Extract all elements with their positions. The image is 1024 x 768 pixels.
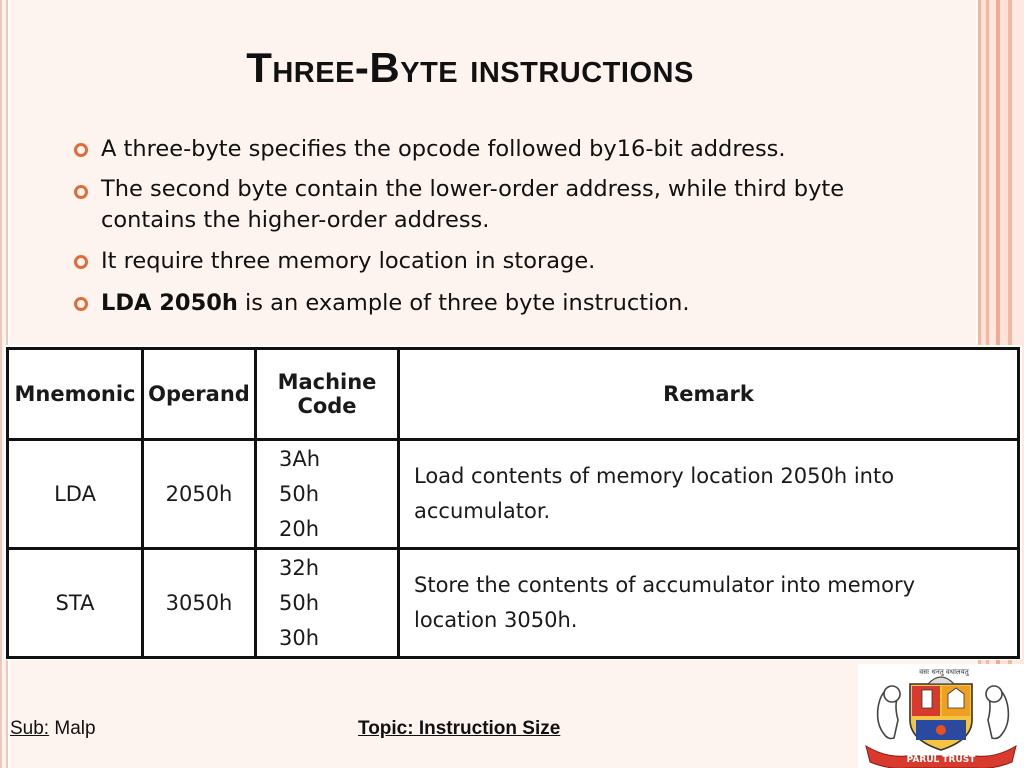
bullet-circle-icon [74,297,88,311]
bullet-list: A three-byte specifies the opcode follow… [70,132,910,328]
machine-code-byte: 20h [279,516,320,541]
cell-remark: Load contents of memory location 2050h i… [397,438,1020,550]
cell-operand: 2050h [141,438,257,550]
logo-banner-text: PARUL TRUST [907,755,977,765]
table-header-row: Mnemonic Operand Machine Code Remark [6,347,1020,441]
bullet-text: is an example of three byte instruction. [237,290,690,316]
remark-line: Load contents of memory location 2050h i… [414,464,895,488]
machine-code-byte: 3Ah [279,446,321,471]
instruction-table: Mnemonic Operand Machine Code Remark LDA… [6,347,1020,659]
bullet-item: The second byte contain the lower-order … [70,174,910,236]
bullet-item: It require three memory location in stor… [70,244,910,278]
bullet-item: LDA 2050h is an example of three byte in… [70,286,910,320]
cell-mnemonic: LDA [6,438,144,550]
logo-motto: वसः धनतु वधालयतु [919,668,969,676]
remark-line: Store the contents of accumulator into m… [414,573,916,597]
header-mnemonic: Mnemonic [6,347,144,441]
instruction-table-panel: Mnemonic Operand Machine Code Remark LDA… [4,345,1022,660]
machine-code-byte: 30h [279,625,320,650]
parul-trust-logo-icon: वसः धनतु वधालयतु PARUL TRUST [858,664,1024,768]
machine-code-byte: 50h [279,481,320,506]
machine-code-byte: 50h [279,590,320,615]
cell-remark: Store the contents of accumulator into m… [397,547,1020,659]
bullet-text: A three-byte specifies the opcode follow… [101,136,786,162]
remark-line: location 3050h. [414,608,578,632]
cell-operand: 3050h [141,547,257,659]
cell-machine-code: 32h 50h 30h [254,547,400,659]
footer-subject-label: Sub: [10,718,50,739]
machine-code-byte: 32h [279,555,320,580]
bullet-circle-icon [74,185,88,199]
cell-mnemonic: STA [6,547,144,659]
header-operand: Operand [141,347,257,441]
cell-machine-code: 3Ah 50h 20h [254,438,400,550]
footer-topic: Topic: Instruction Size [358,718,561,739]
bullet-circle-icon [74,255,88,269]
table-row: STA 3050h 32h 50h 30h Store the contents… [6,547,1020,659]
footer-subject-value: Malp [49,718,96,739]
bullet-text: The second byte contain the lower-order … [101,176,845,233]
bullet-lead: LDA 2050h [101,290,238,316]
slide-title: Three-Byte instructions [246,44,694,91]
header-remark: Remark [397,347,1020,441]
table-row: LDA 2050h 3Ah 50h 20h Load contents of m… [6,438,1020,550]
bullet-circle-icon [74,143,88,157]
bullet-text: It require three memory location in stor… [101,248,596,274]
header-machine-code-line2: Code [297,394,357,418]
header-machine-code: Machine Code [254,347,400,441]
footer-subject: Sub: Malp [10,718,96,740]
bullet-item: A three-byte specifies the opcode follow… [70,132,910,166]
header-machine-code-line1: Machine [277,370,377,394]
remark-line: accumulator. [414,499,551,523]
